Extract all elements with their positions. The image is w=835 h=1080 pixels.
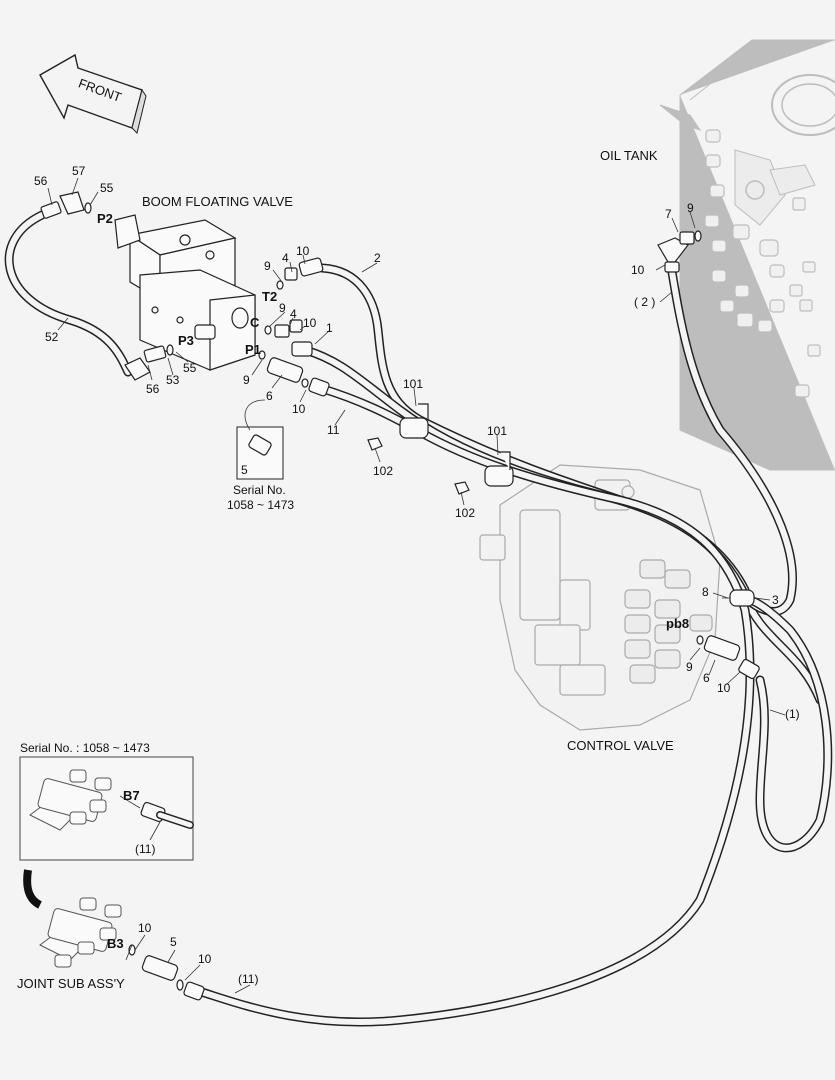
callout-9: 9: [686, 660, 693, 674]
front-arrow: FRONT: [39, 53, 147, 134]
callout-55: 55: [100, 181, 114, 195]
fitting-57: [40, 191, 92, 219]
fittings-pb8: [696, 589, 760, 680]
port-t2: T2: [262, 289, 277, 304]
callout-3: 3: [772, 593, 779, 607]
callout-2: 2: [374, 251, 381, 265]
callout-9: 9: [264, 259, 271, 273]
callout-11: 11: [327, 423, 340, 437]
callout-10: 10: [198, 952, 212, 966]
callout-2-paren: ( 2 ): [634, 295, 655, 309]
callout-57: 57: [72, 164, 86, 178]
serial-range-left: 1058 ~ 1473: [227, 498, 294, 512]
boom-floating-valve-label: BOOM FLOATING VALVE: [142, 194, 293, 209]
clamp-101-b: [484, 451, 514, 487]
bolt-102-b: [454, 481, 470, 495]
callout-5: 5: [241, 463, 248, 477]
callout-10: 10: [292, 402, 306, 416]
callout-10: 10: [717, 681, 731, 695]
callout-101: 101: [487, 424, 507, 438]
callout-10: 10: [631, 263, 645, 277]
port-p2: P2: [97, 211, 113, 226]
callout-101: 101: [403, 377, 423, 391]
callout-10: 10: [303, 316, 317, 330]
control-valve-label: CONTROL VALVE: [567, 738, 674, 753]
bolt-102-a: [367, 437, 383, 451]
control-valve-body: [479, 464, 721, 731]
callout-53: 53: [166, 373, 180, 387]
callout-11-inset: (11): [135, 842, 155, 856]
fittings-t2-c: [264, 257, 324, 338]
callout-6: 6: [703, 671, 710, 685]
port-p3: P3: [178, 333, 194, 348]
callout-52: 52: [45, 330, 59, 344]
port-pb8: pb8: [666, 616, 689, 631]
port-p1: P1: [245, 342, 261, 357]
oil-tank: [659, 39, 835, 471]
callout-4: 4: [282, 251, 289, 265]
hose-1-return: [743, 595, 833, 853]
port-b7: B7: [123, 788, 140, 803]
oil-tank-label: OIL TANK: [600, 148, 658, 163]
callout-9: 9: [687, 201, 694, 215]
leader-lines: [47, 177, 786, 994]
callout-5: 5: [170, 935, 177, 949]
callout-102: 102: [455, 506, 475, 520]
callout-9: 9: [279, 301, 286, 315]
callout-56: 56: [34, 174, 48, 188]
joint-sub-assy: [39, 897, 205, 1001]
port-c: C: [250, 315, 260, 330]
callout-4: 4: [290, 307, 297, 321]
callout-55: 55: [183, 361, 197, 375]
callout-9: 9: [243, 373, 250, 387]
callout-1-paren: (1): [785, 707, 800, 721]
clamp-101-a: [399, 403, 429, 439]
hose-11: [190, 383, 755, 1027]
callout-6: 6: [266, 389, 273, 403]
serial-label-left: Serial No.: [233, 483, 286, 497]
joint-sub-assy-label: JOINT SUB ASS'Y: [17, 976, 125, 991]
callout-8: 8: [702, 585, 709, 599]
callout-1: 1: [326, 321, 333, 335]
callout-10: 10: [296, 244, 310, 258]
callout-56: 56: [146, 382, 160, 396]
hose-52: [4, 210, 133, 377]
port-b3: B3: [107, 936, 124, 951]
callout-7: 7: [665, 207, 672, 221]
serial-inset-b7: [19, 756, 194, 909]
fitting-7: [657, 230, 702, 273]
hose-2-return: [667, 267, 797, 616]
callout-10: 10: [138, 921, 152, 935]
callout-11-paren: (11): [238, 972, 258, 986]
fittings-p1: [258, 341, 330, 397]
callout-102: 102: [373, 464, 393, 478]
serial-inset-small: [236, 399, 284, 480]
serial-inset-label: Serial No. : 1058 ~ 1473: [20, 741, 150, 755]
